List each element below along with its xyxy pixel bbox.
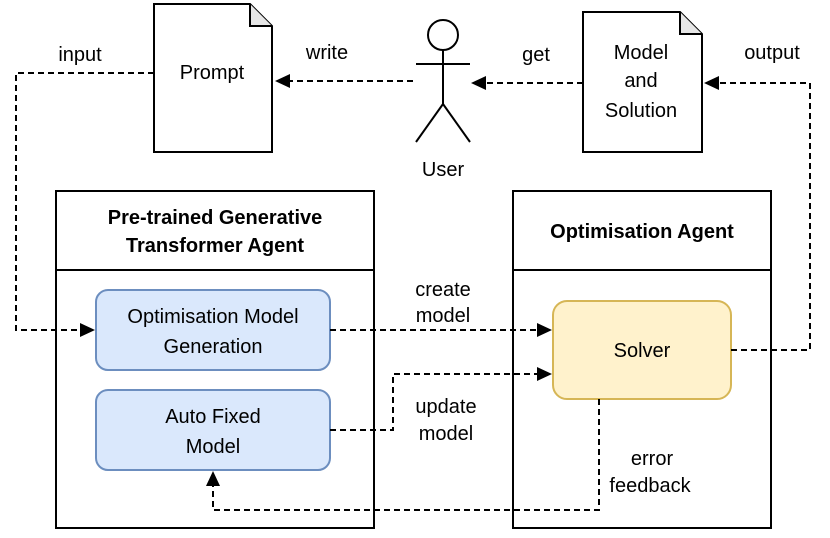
prompt-document: Prompt — [153, 3, 273, 153]
edge-output-label: output — [744, 42, 800, 64]
opt-model-gen-label-line-1: Optimisation Model — [127, 306, 298, 328]
edge-error-feedback — [206, 399, 600, 511]
auto-fixed-label-line-1: Auto Fixed — [165, 406, 261, 428]
edge-write — [275, 74, 413, 88]
solver-label: Solver — [614, 340, 671, 362]
user-head-icon — [427, 19, 459, 51]
pgt-agent-title-line-1: Pre-trained Generative — [108, 207, 323, 229]
edge-update-model-label-line-1: update — [415, 396, 476, 418]
edge-error-feedback-label-line-1: error — [631, 448, 674, 470]
pgt-agent-title-line-2: Transformer Agent — [126, 235, 305, 257]
user-actor — [415, 19, 471, 143]
auto-fixed-label-line-2: Model — [186, 436, 240, 458]
model-solution-document: Model and Solution — [582, 11, 703, 153]
optimisation-model-generation-node: Optimisation Model Generation — [95, 289, 331, 371]
model-solution-label-line-3: Solution — [605, 100, 677, 122]
edge-error-feedback-label-line-2: feedback — [609, 475, 691, 497]
edge-update-model-label-line-2: model — [419, 423, 473, 445]
edge-create-model — [330, 323, 552, 337]
prompt-label: Prompt — [180, 62, 245, 84]
auto-fixed-model-node: Auto Fixed Model — [95, 389, 331, 471]
model-solution-label-line-2: and — [624, 70, 657, 92]
opt-model-gen-label-line-2: Generation — [164, 336, 263, 358]
user-left-leg-icon — [415, 103, 444, 143]
edge-output — [704, 76, 811, 351]
optimisation-agent-title: Optimisation Agent — [550, 221, 734, 243]
user-label: User — [422, 159, 465, 181]
edge-create-model-label-line-2: model — [416, 305, 470, 327]
model-solution-label-line-1: Model — [614, 42, 668, 64]
edge-input — [15, 72, 154, 337]
solver-node: Solver — [552, 300, 732, 400]
edge-create-model-label-line-1: create — [415, 279, 471, 301]
edge-get — [471, 76, 583, 90]
edge-input-label: input — [58, 44, 102, 66]
edge-write-label: write — [305, 42, 348, 64]
edge-update-model — [330, 367, 552, 431]
user-right-leg-icon — [442, 103, 471, 143]
edge-get-label: get — [522, 44, 550, 66]
